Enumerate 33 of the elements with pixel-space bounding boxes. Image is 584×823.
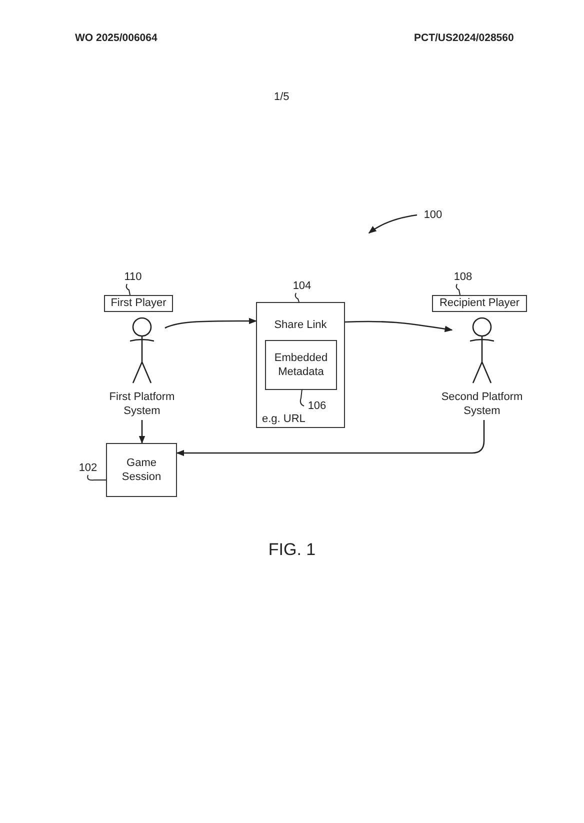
box-label: Share Link [273,318,328,332]
page-number: 1/5 [274,90,290,104]
reference-numeral: 102 [78,461,98,475]
leader-line [300,388,304,406]
arrow [344,320,453,332]
arrow [368,214,418,234]
process-box [104,295,173,312]
reference-numeral: 100 [422,208,444,222]
reference-numeral: 104 [292,279,312,293]
box-label: First Player [110,296,168,310]
figure-caption: FIG. 1 [267,540,317,560]
box-label: Recipient Player [438,296,521,310]
arrow [176,420,485,456]
leader-line [456,284,460,296]
box-label: Embedded Metadata [273,351,329,379]
process-box [256,302,345,428]
reference-numeral: 106 [306,399,328,413]
leader-line [294,292,300,302]
header-text: PCT/US2024/028560 [414,31,514,45]
reference-numeral: 110 [123,270,143,284]
process-box [106,443,177,497]
box-label: Game Session [120,456,162,484]
arrow [138,420,146,444]
header-text: WO 2025/006064 [75,31,158,45]
process-box [432,295,527,312]
arrow [164,318,257,329]
reference-numeral: 108 [452,270,474,284]
leader-line [87,474,106,481]
caption-text: Second Platform System [440,390,524,418]
leader-line [126,284,130,296]
process-box [265,340,337,390]
caption-text: First Platform System [108,390,176,418]
box-note: e.g. URL [262,412,306,426]
